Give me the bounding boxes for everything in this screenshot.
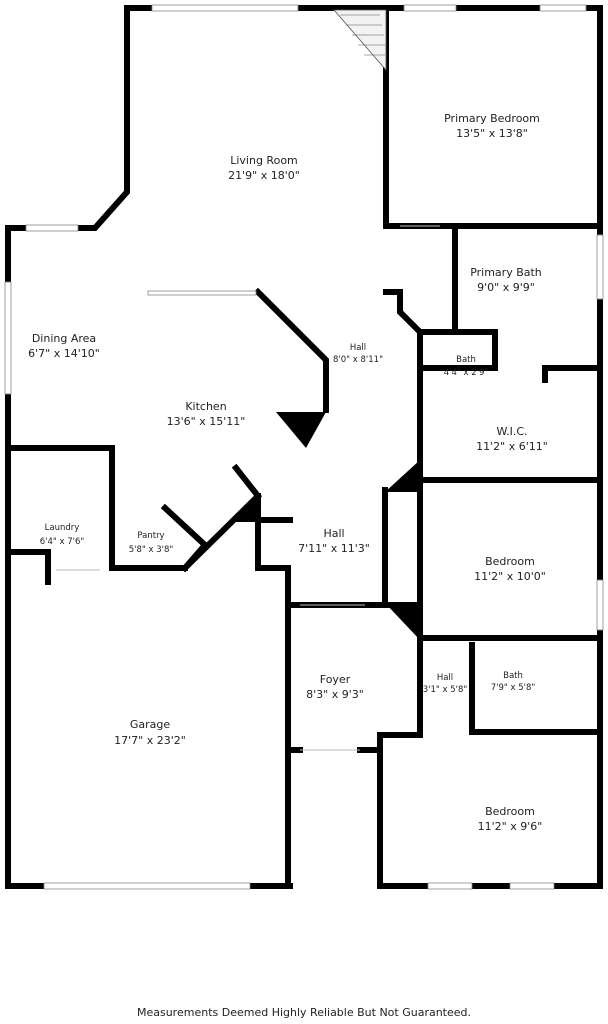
room-dim-foyer: 8'3" x 9'3" xyxy=(306,688,364,701)
window-bedroom-lower-b xyxy=(509,882,555,890)
room-name-living-room: Living Room xyxy=(230,154,298,167)
room-name-primary-bath: Primary Bath xyxy=(470,266,542,279)
hall-closet-wall xyxy=(383,289,498,371)
window-garage-bottom xyxy=(43,882,251,890)
laundry-top-wall xyxy=(5,445,115,571)
room-dim-hall-middle: 7'11" x 11'3" xyxy=(298,542,370,555)
room-name-garage: Garage xyxy=(130,718,171,731)
pantry-angled-wall xyxy=(160,503,210,573)
room-dim-garage: 17'7" x 23'2" xyxy=(114,734,186,747)
room-dim-bedroom-lower: 11'2" x 9'6" xyxy=(478,820,543,833)
hall-closet-fill-upper xyxy=(385,460,420,492)
room-dim-primary-bath: 9'0" x 9'9" xyxy=(477,281,535,294)
bath-lower-left-wall xyxy=(469,642,603,735)
walls xyxy=(5,5,603,889)
room-name-foyer: Foyer xyxy=(320,673,351,686)
lower-bedroom-left-wall xyxy=(377,732,423,889)
room-name-laundry: Laundry xyxy=(45,523,80,533)
wic-top-wall xyxy=(542,365,603,383)
laundry-bottom-wall xyxy=(5,549,51,585)
room-dim-hall-small: 3'1" x 5'8" xyxy=(423,685,468,695)
room-dim-bath-small: 4'4" x 2'9" xyxy=(444,368,489,378)
window-primary-top-b xyxy=(539,4,587,12)
kitchen-counter-top xyxy=(147,290,257,296)
windows xyxy=(4,4,604,890)
fireplace-area xyxy=(333,9,387,72)
room-name-primary-bedroom: Primary Bedroom xyxy=(444,112,540,125)
room-dim-primary-bedroom: 13'5" x 13'8" xyxy=(456,127,528,140)
room-dim-bath-lower: 7'9" x 5'8" xyxy=(491,683,536,693)
room-name-bath-lower: Bath xyxy=(503,671,523,681)
window-dining-top xyxy=(25,224,79,232)
window-living-top xyxy=(151,4,299,12)
room-name-bedroom-lower: Bedroom xyxy=(485,805,535,818)
window-bedroom-lower-a xyxy=(427,882,473,890)
window-primary-bath-right xyxy=(596,234,604,300)
room-dim-dining-area: 6'7" x 14'10" xyxy=(28,347,100,360)
garage-entry-fill xyxy=(232,496,258,522)
disclaimer-footer: Measurements Deemed Highly Reliable But … xyxy=(136,1006,472,1019)
garage-entry-wall xyxy=(255,493,291,571)
kitchen-island-fill xyxy=(276,412,326,448)
room-name-kitchen: Kitchen xyxy=(185,400,226,413)
primary-bedroom-left-wall xyxy=(383,5,603,229)
room-name-hall-middle: Hall xyxy=(323,527,344,540)
room-name-wic: W.I.C. xyxy=(496,425,527,438)
doors xyxy=(56,225,440,751)
room-name-hall-upper: Hall xyxy=(350,343,366,353)
room-name-dining-area: Dining Area xyxy=(32,332,96,345)
window-dining-left xyxy=(4,281,12,395)
hall-closet-fill-lower xyxy=(385,603,420,640)
room-name-bath-small: Bath xyxy=(456,355,476,365)
room-name-bedroom-middle: Bedroom xyxy=(485,555,535,568)
outer-wall-living-left xyxy=(5,5,130,231)
room-dim-kitchen: 13'6" x 15'11" xyxy=(167,415,246,428)
room-dim-bedroom-middle: 11'2" x 10'0" xyxy=(474,570,546,583)
kitchen-counter-wall xyxy=(253,287,329,413)
room-dim-living-room: 21'9" x 18'0" xyxy=(228,169,300,182)
window-bedroom-middle-right xyxy=(596,579,604,631)
window-primary-top-a xyxy=(403,4,457,12)
room-labels: Living Room 21'9" x 18'0" Primary Bedroo… xyxy=(28,112,548,833)
wall-fills xyxy=(232,412,420,640)
room-name-hall-small: Hall xyxy=(437,673,453,683)
room-name-pantry: Pantry xyxy=(137,531,164,541)
room-dim-hall-upper: 8'0" x 8'11" xyxy=(333,355,383,365)
room-dim-wic: 11'2" x 6'11" xyxy=(476,440,548,453)
room-dim-pantry: 5'8" x 3'8" xyxy=(129,545,174,555)
room-dim-laundry: 6'4" x 7'6" xyxy=(40,537,85,547)
fireplace-hatch xyxy=(333,9,387,72)
